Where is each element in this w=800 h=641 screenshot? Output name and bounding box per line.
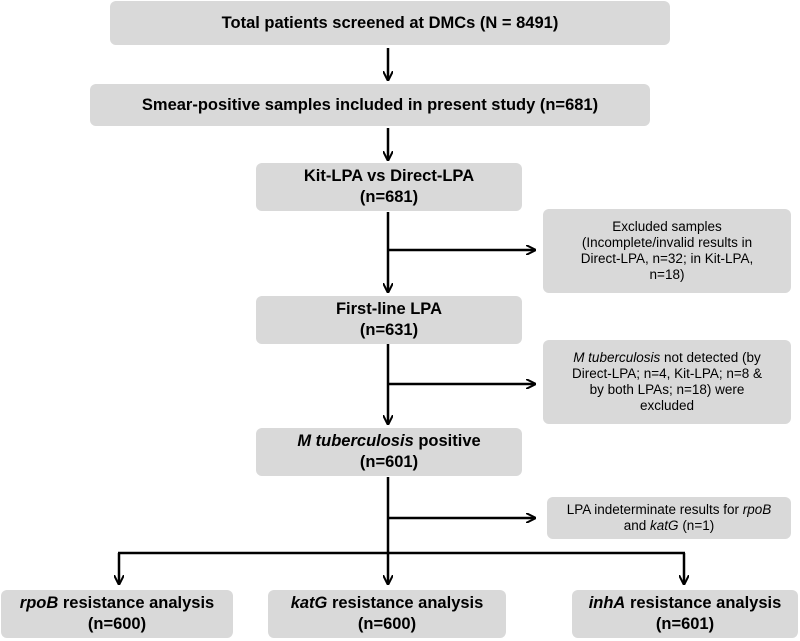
indeterminate-line-1: LPA indeterminate results for rpoB (566, 502, 772, 517)
katg-title: katG resistance analysis (290, 594, 484, 612)
first-line-lpa-box: First-line LPA (n=631) (256, 296, 522, 344)
inha-analysis-box: inhA resistance analysis (n=601) (572, 590, 798, 638)
indeterminate-line-2: and katG (n=1) (623, 518, 715, 533)
first-line-count: (n=631) (359, 321, 419, 339)
inha-title: inhA resistance analysis (588, 594, 782, 612)
indeterminate-box: LPA indeterminate results for rpoB and k… (547, 497, 791, 539)
excluded-line-3: Direct-LPA, n=32; in Kit-LPA, (580, 251, 754, 266)
mtb-positive-title: M tuberculosis positive (297, 432, 481, 450)
first-line-title: First-line LPA (335, 300, 443, 318)
rpob-count: (n=600) (87, 615, 147, 633)
rpob-analysis-box: rpoB resistance analysis (n=600) (1, 590, 233, 638)
mtb-positive-box: M tuberculosis positive (n=601) (256, 428, 522, 476)
excluded-line-2: (Incomplete/invalid results in (581, 235, 753, 250)
screened-text: Total patients screened at DMCs (N = 849… (221, 13, 559, 32)
kit-vs-direct-count: (n=681) (359, 188, 419, 206)
katg-analysis-box: katG resistance analysis (n=600) (268, 590, 506, 638)
smear-positive-text: Smear-positive samples included in prese… (141, 95, 599, 114)
katg-count: (n=600) (357, 615, 417, 633)
smear-positive-box: Smear-positive samples included in prese… (90, 84, 650, 126)
excluded-line-1: Excluded samples (612, 219, 722, 234)
inha-count: (n=601) (655, 615, 715, 633)
not-detected-line-4: excluded (639, 398, 695, 413)
not-detected-line-1: M tuberculosis not detected (by (573, 350, 761, 365)
excluded-line-4: n=18) (649, 267, 685, 282)
excluded-samples-box: Excluded samples (Incomplete/invalid res… (543, 209, 791, 293)
mtb-italic: M tuberculosis (573, 350, 661, 365)
rpob-title: rpoB resistance analysis (19, 594, 215, 612)
kit-vs-direct-title: Kit-LPA vs Direct-LPA (303, 167, 475, 185)
not-detected-line-2: Direct-LPA; n=4, Kit-LPA; n=8 & (571, 366, 763, 381)
not-detected-box: M tuberculosis not detected (by Direct-L… (543, 340, 791, 424)
kit-vs-direct-box: Kit-LPA vs Direct-LPA (n=681) (256, 163, 522, 211)
screened-box: Total patients screened at DMCs (N = 849… (110, 1, 670, 45)
not-detected-line-3: by both LPAs; n=18) were (589, 382, 745, 397)
mtb-positive-count: (n=601) (359, 453, 419, 471)
